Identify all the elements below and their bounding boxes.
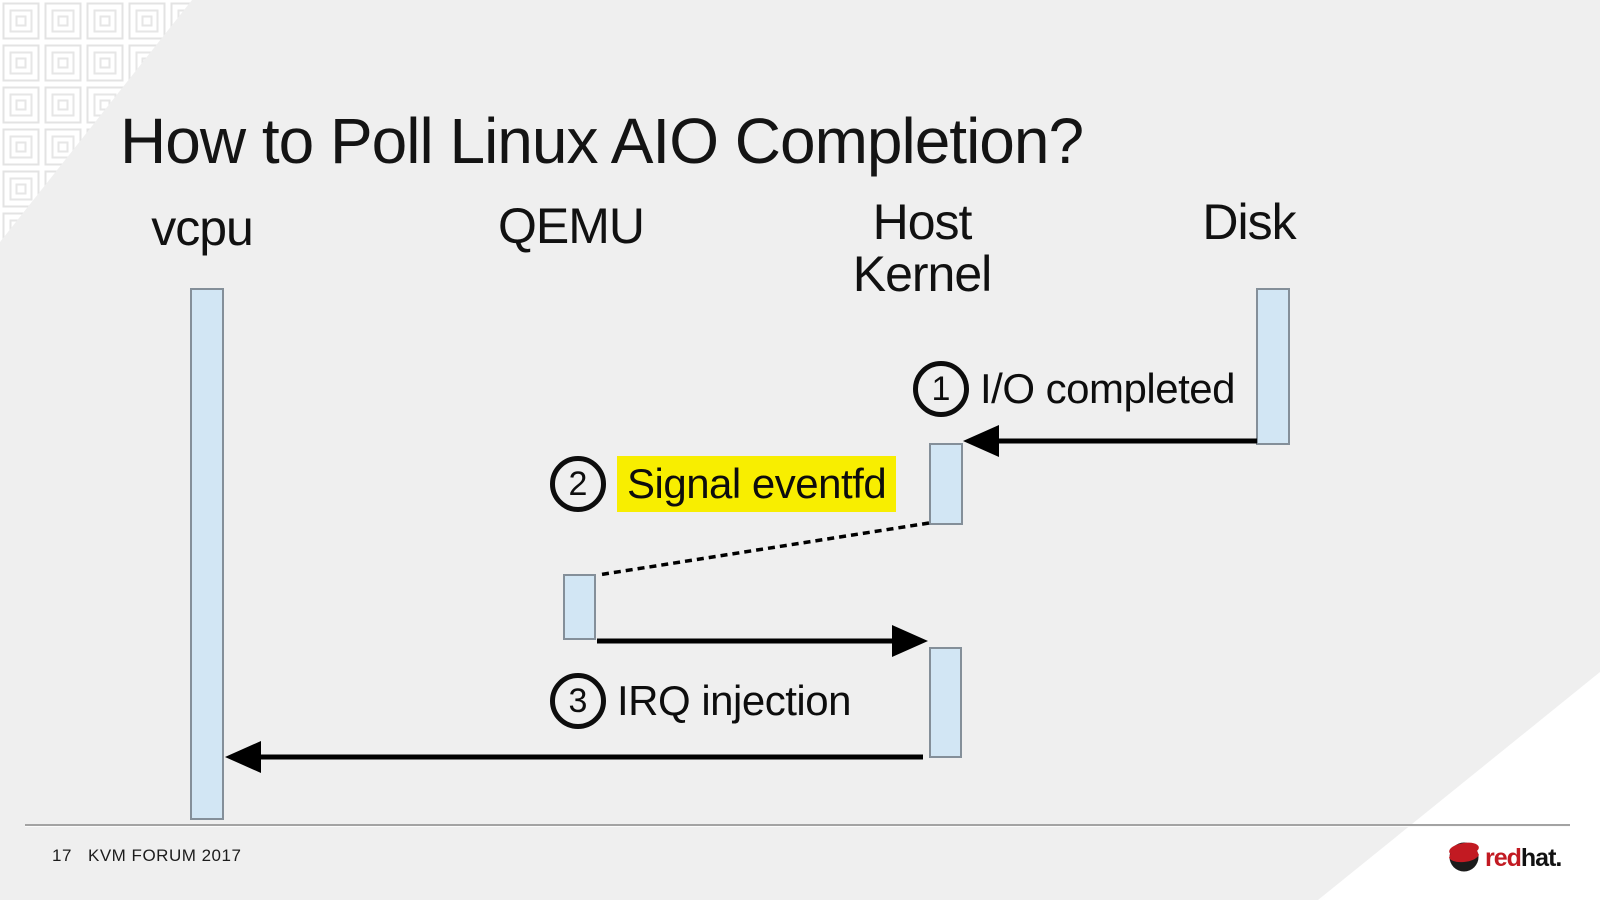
step-2-number-circle: 2 xyxy=(550,456,606,512)
footer-event-name: KVM FORUM 2017 xyxy=(88,846,242,865)
step-2-label: Signal eventfd xyxy=(617,456,897,512)
svg-text:redhat.: redhat. xyxy=(1485,844,1561,872)
footer-divider xyxy=(25,824,1570,827)
activation-bar-disk xyxy=(1256,288,1290,445)
redhat-logo: redhat. xyxy=(1449,842,1561,872)
step-3-number-circle: 3 xyxy=(550,673,606,729)
step-2: 2 Signal eventfd xyxy=(550,456,897,512)
arrow-irq-injection-head-icon xyxy=(225,741,261,773)
footer-page-number: 17 xyxy=(52,846,72,865)
arrow-io-completed-head-icon xyxy=(963,425,999,457)
lane-label-host-kernel-line2: Kernel xyxy=(852,246,993,302)
activation-bar-vcpu xyxy=(190,288,224,820)
slide-title: How to Poll Linux AIO Completion? xyxy=(120,105,1084,177)
redhat-fedora-icon xyxy=(1449,842,1479,872)
step-1-label: I/O completed xyxy=(980,365,1235,412)
lane-label-host-kernel-line1: Host xyxy=(872,194,973,250)
step-1: 1 I/O completed xyxy=(913,361,1235,417)
activation-bar-host-kernel-1 xyxy=(929,443,963,525)
lane-label-host-kernel: Host Kernel xyxy=(852,194,993,302)
step-3-label: IRQ injection xyxy=(617,677,851,724)
lane-label-qemu: QEMU xyxy=(498,198,645,254)
step-1-number-circle: 1 xyxy=(913,361,969,417)
arrow-qemu-to-kernel-head-icon xyxy=(892,625,928,657)
step-3: 3 IRQ injection xyxy=(550,673,851,729)
lane-label-disk: Disk xyxy=(1202,194,1296,250)
logo-text-hat: hat. xyxy=(1521,844,1561,872)
activation-bar-qemu xyxy=(563,574,596,640)
lane-label-vcpu: vcpu xyxy=(151,200,254,256)
logo-text-red: red xyxy=(1485,844,1521,872)
dotted-line-signal-eventfd xyxy=(597,521,930,577)
activation-bar-host-kernel-2 xyxy=(929,647,962,758)
